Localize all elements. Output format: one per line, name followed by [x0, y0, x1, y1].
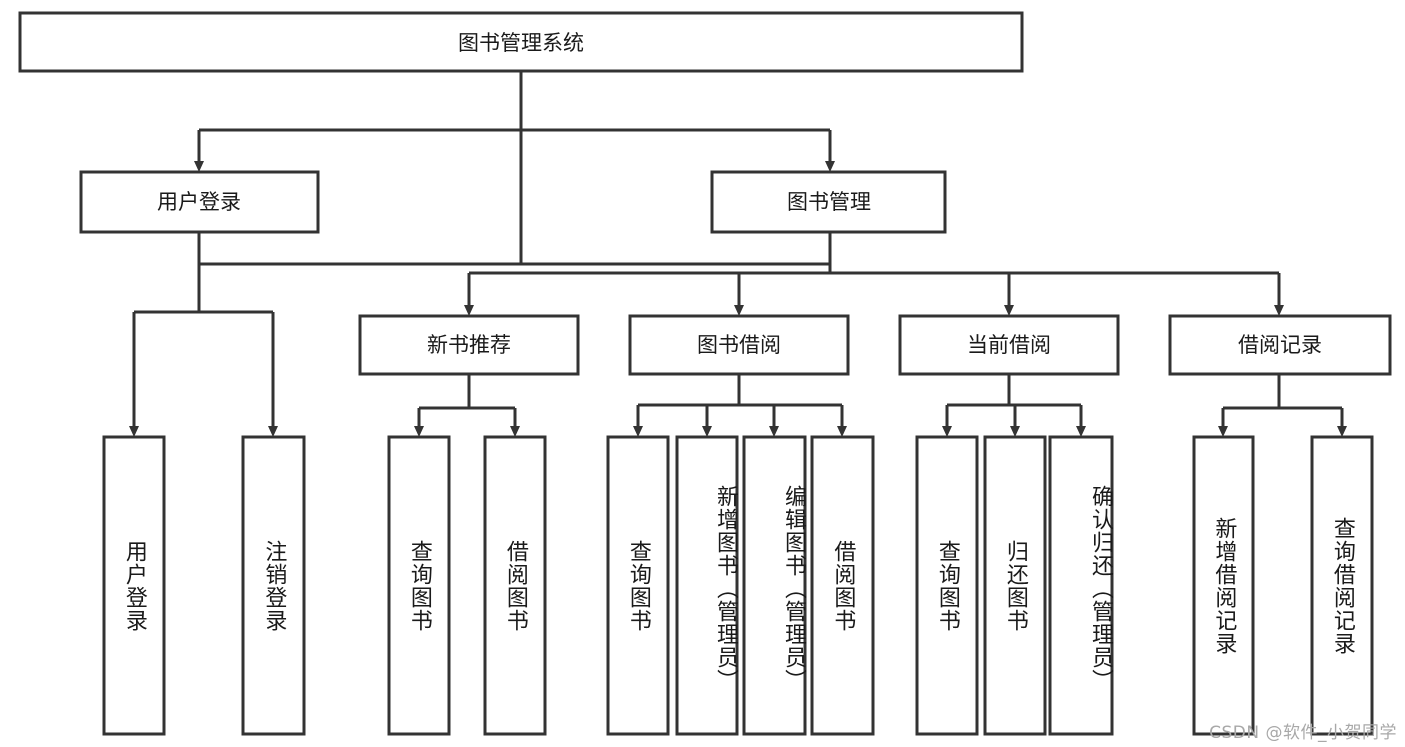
user-login-label: 用户登录	[157, 190, 241, 214]
leaf-borrow-book-new-box[interactable]	[483, 435, 547, 736]
leaf-query-book-new-box[interactable]	[387, 435, 451, 736]
node-user-login[interactable]: 用户登录	[79, 170, 320, 234]
book-management-label: 图书管理	[787, 190, 871, 214]
connector-current-borrow-children	[942, 374, 1086, 437]
node-new-book-recommend[interactable]: 新书推荐	[358, 314, 580, 376]
node-current-borrow[interactable]: 当前借阅	[898, 314, 1120, 376]
connector-root-children	[194, 71, 835, 172]
leaf-logout-box[interactable]	[241, 435, 306, 736]
new-book-recommend-label: 新书推荐	[427, 333, 511, 357]
leaf-query-book-borrow-box[interactable]	[606, 435, 670, 736]
leaf-query-book-current-box[interactable]	[915, 435, 979, 736]
book-management-box[interactable]	[710, 170, 947, 234]
current-borrow-box[interactable]	[898, 314, 1120, 376]
root-box[interactable]	[18, 11, 1024, 73]
node-root[interactable]: 图书管理系统	[18, 11, 1024, 73]
leaf-boxes	[102, 435, 1374, 736]
new-book-recommend-box[interactable]	[358, 314, 580, 376]
leaf-query-record-box[interactable]	[1310, 435, 1374, 736]
leaf-edit-book-box[interactable]	[742, 435, 807, 736]
leaf-confirm-return-box[interactable]	[1048, 435, 1114, 736]
book-borrow-box[interactable]	[628, 314, 850, 376]
root-label: 图书管理系统	[458, 31, 584, 55]
borrow-records-box[interactable]	[1168, 314, 1392, 376]
node-book-borrow[interactable]: 图书借阅	[628, 314, 850, 376]
connector-group-root-to-level2	[199, 71, 830, 266]
connector-book-management-children	[464, 232, 1284, 316]
connector-new-book-recommend-children	[414, 374, 520, 437]
leaf-user-login-box[interactable]	[102, 435, 166, 736]
leaf-add-book-box[interactable]	[675, 435, 739, 736]
user-login-box[interactable]	[79, 170, 320, 234]
connector-user-login-children	[129, 232, 278, 437]
leaf-return-book-box[interactable]	[983, 435, 1047, 736]
watermark-text: CSDN @软件_小贺同学	[1209, 723, 1397, 743]
node-book-management[interactable]: 图书管理	[710, 170, 947, 234]
book-borrow-label: 图书借阅	[697, 333, 781, 357]
leaf-add-record-box[interactable]	[1192, 435, 1255, 736]
borrow-records-label: 借阅记录	[1238, 333, 1322, 357]
connector-book-borrow-children	[633, 374, 847, 437]
leaf-borrow-book-box[interactable]	[810, 435, 875, 736]
connector-borrow-records-children	[1218, 374, 1347, 437]
node-borrow-records[interactable]: 借阅记录	[1168, 314, 1392, 376]
current-borrow-label: 当前借阅	[967, 333, 1051, 357]
